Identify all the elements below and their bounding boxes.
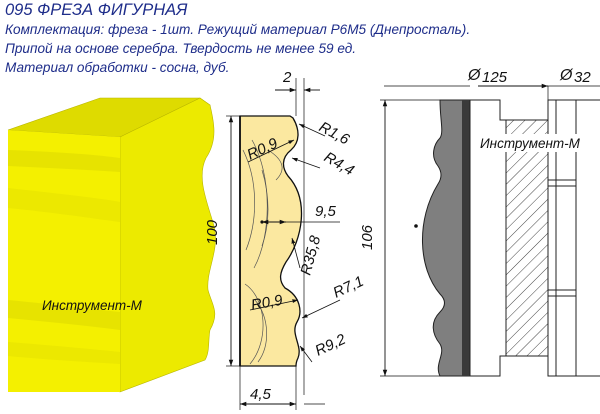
spec-line-solder: Припой на основе серебра. Твердость не м… — [5, 41, 357, 56]
render-watermark-label: Инструмент-М — [42, 298, 143, 313]
dim-bottom-width: 4,5 — [250, 386, 272, 403]
radius-middle: R35,8 — [297, 233, 324, 277]
radius-top-2: R4,4 — [321, 149, 357, 180]
radius-bottom-1: R7,1 — [331, 273, 367, 302]
diameter-symbol-outer: Ø — [467, 67, 482, 84]
cutter-profile — [422, 99, 471, 377]
profile-drawing: 100 2 R0,9 R1,6 R4,4 9,5 R35,8 R0,9 R7,1… — [204, 69, 366, 410]
dim-height-106: 106 — [359, 224, 376, 250]
profile-shape — [239, 115, 303, 367]
spec-line-kit: Комплектация: фреза - 1шт. Режущий матер… — [5, 22, 471, 37]
radius-top-1: R1,6 — [316, 119, 353, 149]
radius-bottom-2: R9,2 — [313, 331, 349, 360]
diameter-symbol-bore: Ø — [559, 67, 574, 84]
dim-depth: 9,5 — [315, 203, 337, 220]
spec-line-material: Материал обработки - сосна, дуб. — [5, 60, 230, 75]
page-title: 095 ФРЕЗА ФИГУРНАЯ — [5, 1, 188, 19]
dim-top-width: 2 — [282, 69, 292, 86]
dim-diameter-outer: 125 — [482, 69, 508, 86]
dim-diameter-bore: 32 — [574, 69, 591, 86]
radius-bottom-small: R0,9 — [250, 292, 285, 314]
cutter-watermark-label: Инструмент-М — [480, 136, 581, 151]
profile-3d-render: Инструмент-М — [7, 97, 216, 393]
dim-height-100: 100 — [204, 219, 221, 245]
cutter-drawing: Ø 125 Ø 32 106 Инструмент-М — [359, 67, 600, 377]
